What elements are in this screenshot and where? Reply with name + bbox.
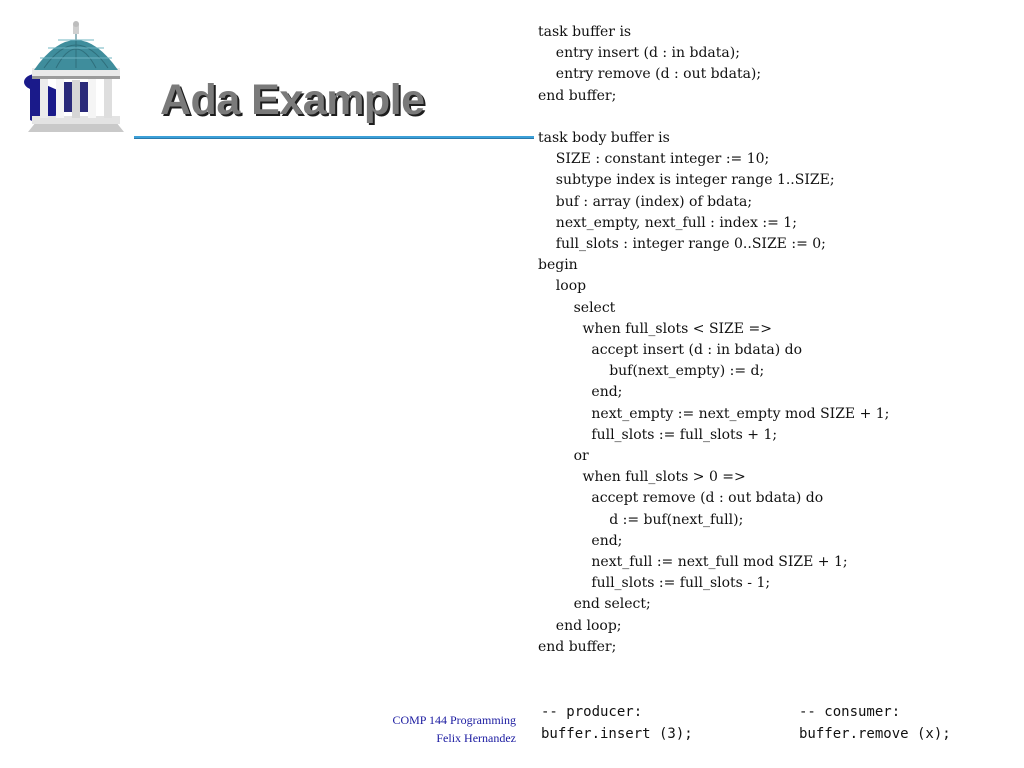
old-well-logo <box>22 20 130 140</box>
slide-title: Ada Example <box>160 76 425 124</box>
ada-code-listing: task buffer is entry insert (d : in bdat… <box>538 24 890 655</box>
title-underline <box>134 136 534 139</box>
slide-footer: COMP 144 Programming Felix Hernandez <box>340 711 516 747</box>
old-well-icon <box>24 21 124 132</box>
footer-author: Felix Hernandez <box>436 731 516 745</box>
consumer-code: -- consumer: buffer.remove (x); <box>799 704 951 742</box>
producer-code: -- producer: buffer.insert (3); <box>541 704 693 742</box>
footer-course: COMP 144 Programming <box>392 713 516 727</box>
